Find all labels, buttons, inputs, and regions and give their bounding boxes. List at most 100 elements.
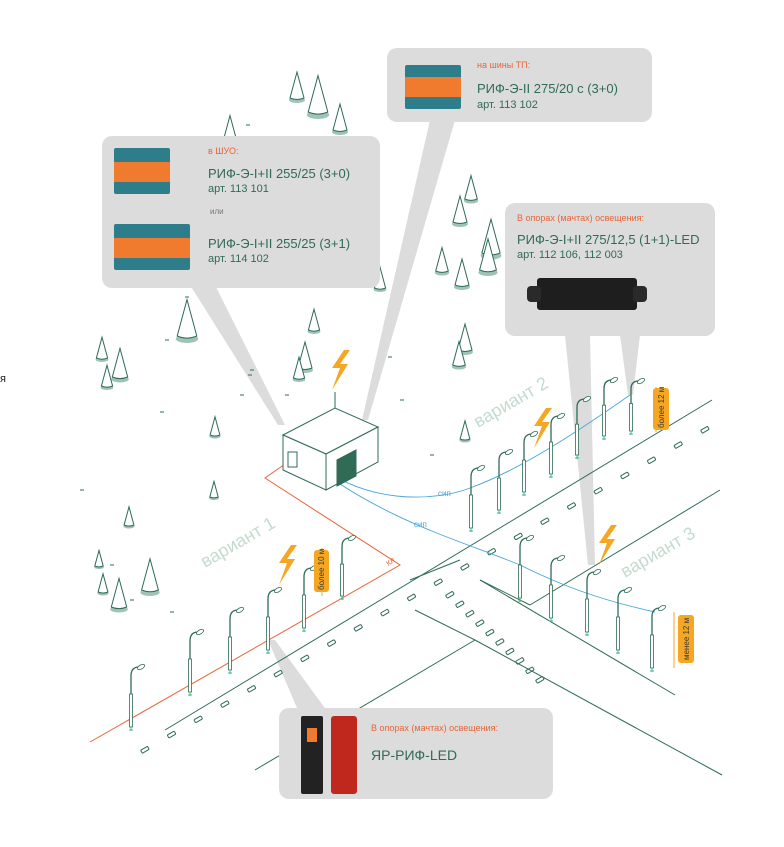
lightning-bolt-icon bbox=[599, 525, 617, 565]
lane-dash bbox=[273, 669, 283, 678]
product-title: РИФ-Э-II 275/20 с (3+0) bbox=[477, 81, 618, 96]
lane-dash bbox=[455, 600, 465, 608]
tree-icon bbox=[95, 335, 109, 362]
street-light bbox=[129, 663, 146, 731]
lane-dash bbox=[513, 532, 523, 541]
street-light bbox=[549, 412, 566, 478]
product-article: арт. 113 102 bbox=[477, 99, 538, 111]
lane-dash bbox=[647, 456, 657, 464]
street-light bbox=[340, 534, 357, 600]
lane-dash bbox=[465, 610, 475, 618]
road-edge-5 bbox=[479, 579, 676, 696]
led-junction-box-image bbox=[527, 276, 647, 312]
road-edge-3 bbox=[529, 489, 721, 606]
road-edge-6 bbox=[479, 579, 531, 606]
tree-icon bbox=[111, 346, 129, 383]
tree-icon bbox=[209, 479, 219, 501]
lane-markings bbox=[140, 426, 710, 754]
product-article: арт. 112 106, 112 003 bbox=[517, 249, 623, 261]
tree-icon bbox=[454, 257, 470, 290]
lane-dash bbox=[567, 502, 577, 510]
pointer-poles-led bbox=[565, 335, 595, 565]
road-edge-7 bbox=[409, 559, 461, 581]
tree-icon bbox=[289, 70, 305, 103]
pointer-shuo bbox=[190, 285, 285, 425]
lightning-bolt-icon bbox=[332, 350, 350, 390]
product-article-2: арт. 114 102 bbox=[208, 253, 269, 265]
lane-dash bbox=[700, 426, 710, 434]
lane-dash bbox=[407, 593, 417, 602]
lightning-bolt-icon bbox=[279, 545, 297, 585]
callout-label: В опорах (мачтах) освещения: bbox=[517, 213, 644, 223]
tree-icon bbox=[97, 571, 109, 596]
lane-dash bbox=[535, 676, 545, 684]
tree-icon bbox=[463, 173, 479, 204]
callout-tp-buses: на шины ТП: РИФ-Э-II 275/20 с (3+0) арт.… bbox=[387, 48, 652, 122]
product-article-1: арт. 113 101 bbox=[208, 183, 269, 195]
callout-poles-led: В опорах (мачтах) освещения: РИФ-Э-I+II … bbox=[505, 203, 715, 336]
tree-icon bbox=[332, 102, 348, 135]
lightning-bolt-icon bbox=[534, 408, 552, 448]
product-title: РИФ-Э-I+II 275/12,5 (1+1)-LED bbox=[517, 232, 700, 247]
lane-dash bbox=[475, 619, 485, 627]
street-light bbox=[469, 464, 486, 532]
street-light bbox=[266, 586, 283, 654]
tree-icon bbox=[110, 576, 128, 613]
street-light bbox=[585, 568, 602, 636]
tree-icon bbox=[140, 556, 160, 597]
lane-dash bbox=[460, 563, 470, 571]
surge-protector-4-pole-image bbox=[114, 224, 190, 270]
page-edge-text: я bbox=[0, 373, 6, 385]
street-light bbox=[575, 395, 592, 459]
pointer-poles-led-2 bbox=[620, 335, 640, 395]
variant-3-label: вариант 3 bbox=[617, 523, 699, 582]
lane-dash bbox=[380, 608, 390, 617]
surge-protector-image bbox=[405, 65, 461, 109]
callout-label: в ШУО: bbox=[208, 146, 239, 156]
lane-dash bbox=[140, 746, 150, 754]
lane-dash bbox=[515, 657, 525, 665]
lane-dash bbox=[505, 647, 515, 656]
substation-building bbox=[281, 392, 380, 491]
callout-shuo: в ШУО: РИФ-Э-I+II 255/25 (3+0) арт. 113 … bbox=[102, 136, 380, 288]
callout-label: на шины ТП: bbox=[477, 60, 531, 70]
street-light bbox=[188, 628, 205, 696]
tree-icon bbox=[209, 414, 221, 439]
lane-dash bbox=[620, 471, 630, 480]
street-light bbox=[497, 448, 514, 514]
lane-dash bbox=[247, 685, 257, 693]
lightning-bolts bbox=[279, 350, 617, 585]
lane-dash bbox=[167, 730, 177, 739]
substation-door bbox=[287, 451, 298, 468]
surge-protector-3-pole-image bbox=[114, 148, 170, 194]
height-badge-variant-3: менее 12 м bbox=[673, 612, 694, 668]
tree-icon bbox=[307, 307, 321, 334]
height-badge-text: более 10 м bbox=[317, 549, 326, 590]
lane-dash bbox=[433, 578, 443, 586]
lane-dash bbox=[193, 715, 203, 723]
tree-icon bbox=[478, 236, 498, 276]
tree-icon bbox=[94, 548, 104, 569]
height-badge-variant-2: более 12 м bbox=[653, 387, 669, 432]
sip-label-2: сип bbox=[414, 520, 427, 529]
product-title-2: РИФ-Э-I+II 255/25 (3+1) bbox=[208, 236, 351, 251]
kl-cable bbox=[89, 461, 401, 743]
tree-icon bbox=[459, 418, 471, 443]
product-title-1: РИФ-Э-I+II 255/25 (3+0) bbox=[208, 166, 351, 181]
lane-dash bbox=[495, 638, 505, 646]
sip-label-1: сип bbox=[438, 489, 451, 498]
street-light bbox=[650, 604, 667, 672]
lane-dash bbox=[220, 700, 230, 708]
tree-icon bbox=[434, 245, 450, 276]
street-light bbox=[629, 377, 646, 435]
callout-yar-rif-led: В опорах (мачтах) освещения: ЯР-РИФ-LED bbox=[279, 708, 553, 799]
pointer-yar bbox=[268, 640, 330, 715]
lane-dash bbox=[327, 639, 337, 647]
lane-dash bbox=[525, 666, 535, 674]
pointer-tp bbox=[362, 120, 455, 420]
street-lights bbox=[129, 376, 667, 731]
height-badge-variant-1: более 10 м bbox=[314, 548, 329, 596]
yar-rif-led-image bbox=[301, 716, 361, 794]
lane-dash bbox=[673, 441, 683, 449]
